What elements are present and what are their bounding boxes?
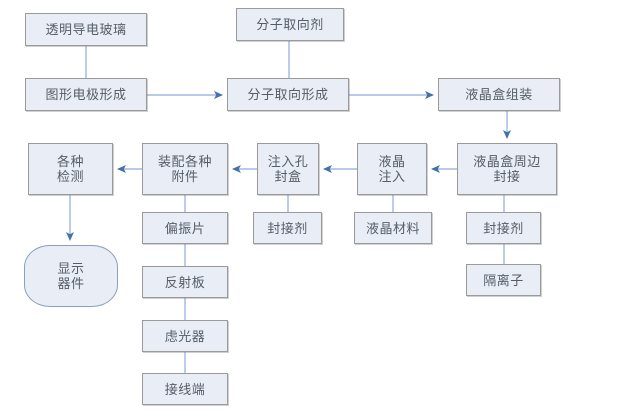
node-patterned-electrode-formation[interactable]: 图形电极形成 xyxy=(25,78,147,111)
node-assemble-accessories[interactable]: 装配各种 附件 xyxy=(142,143,228,195)
node-transparent-conductive-glass[interactable]: 透明导电玻璃 xyxy=(25,13,147,46)
node-various-inspection[interactable]: 各种 检测 xyxy=(28,143,113,195)
node-display-device[interactable]: 显示 器件 xyxy=(24,245,118,307)
node-lc-cell-perimeter-sealing[interactable]: 液晶盒周边 封接 xyxy=(457,143,557,195)
node-sealant-right[interactable]: 封接剂 xyxy=(466,212,541,244)
node-optical-filter[interactable]: 虑光器 xyxy=(142,320,228,352)
node-polarizer[interactable]: 偏振片 xyxy=(142,212,228,244)
node-wiring-terminal[interactable]: 接线端 xyxy=(142,373,228,405)
node-lc-cell-assembly[interactable]: 液晶盒组装 xyxy=(438,78,560,111)
node-sealant-middle[interactable]: 封接剂 xyxy=(253,212,322,244)
node-molecular-alignment-formation[interactable]: 分子取向形成 xyxy=(227,78,349,111)
node-reflector-plate[interactable]: 反射板 xyxy=(142,266,228,298)
node-spacer[interactable]: 隔离子 xyxy=(466,264,541,296)
node-liquid-crystal-material[interactable]: 液晶材料 xyxy=(354,212,432,244)
node-alignment-agent[interactable]: 分子取向剂 xyxy=(236,8,344,41)
node-injection-hole-sealing[interactable]: 注入孔 封盒 xyxy=(257,143,319,195)
node-lc-injection[interactable]: 液晶 注入 xyxy=(357,143,427,195)
